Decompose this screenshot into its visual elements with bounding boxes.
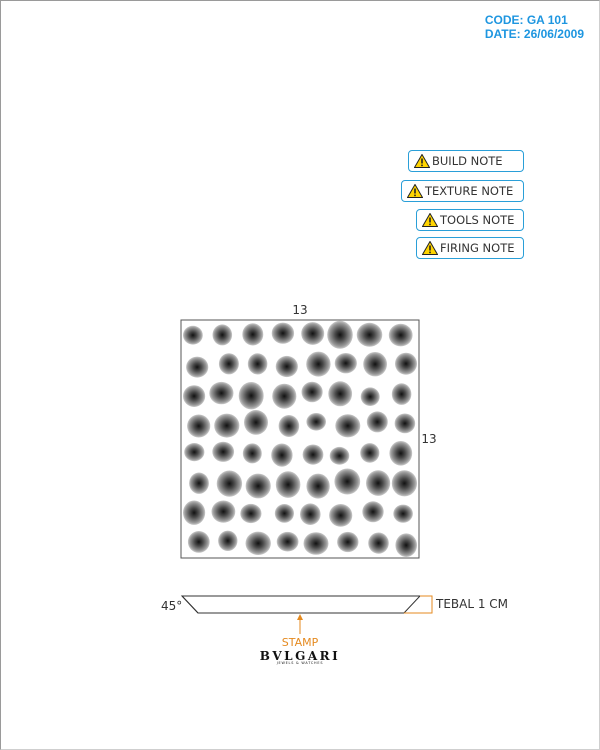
- tile-width-label: 13: [292, 303, 307, 317]
- pebble: [244, 410, 268, 435]
- pebble: [395, 352, 417, 375]
- pebble: [329, 446, 350, 465]
- warning-icon: [422, 213, 438, 227]
- pebble: [189, 472, 209, 494]
- tile-height-label: 13: [421, 432, 436, 446]
- pebble: [275, 471, 301, 498]
- warning-icon: [422, 241, 438, 255]
- warning-icon: [407, 184, 423, 198]
- pebble: [393, 504, 413, 523]
- thickness-bracket: [404, 595, 433, 614]
- pebble: [212, 441, 235, 462]
- pebble: [245, 473, 271, 499]
- tools-note-button[interactable]: TOOLS NOTE: [416, 209, 524, 231]
- pebble: [212, 324, 233, 346]
- pebble: [302, 444, 324, 465]
- pebble: [187, 414, 211, 438]
- brand-logo-subtext: JEWELS & WATCHES: [276, 661, 324, 665]
- pebble: [388, 323, 413, 347]
- build-note-button[interactable]: BUILD NOTE: [408, 150, 524, 172]
- pebble: [183, 325, 203, 345]
- texture-note-button[interactable]: TEXTURE NOTE: [401, 180, 524, 202]
- pebble: [275, 355, 298, 378]
- pebble: [301, 322, 325, 345]
- pebble: [327, 320, 353, 349]
- pebble: [335, 414, 361, 438]
- pebble: [329, 504, 353, 527]
- pebble: [187, 531, 210, 553]
- pebble: [337, 531, 359, 553]
- pebble: [278, 415, 300, 437]
- pebble: [306, 413, 327, 431]
- stamp-label: STAMP: [282, 636, 319, 649]
- brand-logo: BVLGARI: [260, 649, 341, 663]
- pebble: [272, 383, 297, 409]
- pebble: [389, 441, 413, 466]
- pebble: [300, 503, 321, 525]
- pebble: [271, 322, 295, 344]
- pebble: [183, 385, 206, 407]
- pebble: [363, 352, 387, 377]
- firing-note-button[interactable]: FIRING NOTE: [416, 237, 524, 259]
- pebble: [271, 443, 293, 467]
- pebble-texture: [183, 320, 418, 557]
- pebble: [209, 381, 234, 405]
- pebble: [186, 356, 209, 378]
- pebble: [334, 353, 357, 374]
- thickness-label: TEBAL 1 CM: [435, 597, 508, 611]
- pebble: [245, 531, 271, 555]
- tools-note-label: TOOLS NOTE: [440, 213, 515, 227]
- warning-icon: [414, 154, 430, 168]
- pebble: [366, 411, 388, 433]
- pebble: [218, 530, 238, 551]
- pebble: [356, 322, 383, 347]
- pebble: [306, 351, 331, 377]
- pebble: [362, 501, 384, 523]
- firing-note-label: FIRING NOTE: [440, 241, 515, 255]
- pebble: [242, 323, 264, 346]
- pebble: [395, 533, 418, 557]
- pebble: [360, 387, 380, 407]
- tile-profile: [180, 595, 422, 614]
- pebble: [391, 470, 417, 497]
- pebble: [366, 470, 391, 496]
- pebble: [303, 532, 329, 555]
- pebble: [328, 381, 353, 407]
- pebble: [214, 413, 240, 438]
- pebble: [368, 532, 389, 554]
- pebble: [274, 504, 294, 523]
- pebble: [247, 353, 268, 375]
- document-header: CODE: GA 101 DATE: 26/06/2009: [485, 13, 584, 41]
- pebble: [301, 381, 323, 403]
- pebble: [184, 443, 205, 462]
- pebble: [334, 468, 361, 495]
- pebble: [183, 500, 206, 525]
- pebble: [216, 470, 243, 497]
- stamp-arrow-head: [297, 614, 303, 620]
- pebble: [218, 353, 239, 375]
- pebble: [391, 383, 412, 405]
- bevel-left-line: [181, 595, 199, 614]
- texture-note-label: TEXTURE NOTE: [425, 184, 514, 198]
- pebble: [360, 443, 380, 463]
- pebble: [240, 503, 262, 524]
- pebble: [276, 531, 299, 552]
- pebble: [242, 443, 262, 464]
- pebble: [306, 473, 330, 499]
- angle-label: 45°: [161, 599, 182, 613]
- pebble: [394, 413, 416, 434]
- pebble: [238, 382, 264, 410]
- build-note-label: BUILD NOTE: [432, 154, 503, 168]
- code-label: CODE: GA 101: [484, 13, 568, 27]
- pebble: [211, 500, 236, 523]
- date-label: DATE: 26/06/2009: [484, 27, 584, 41]
